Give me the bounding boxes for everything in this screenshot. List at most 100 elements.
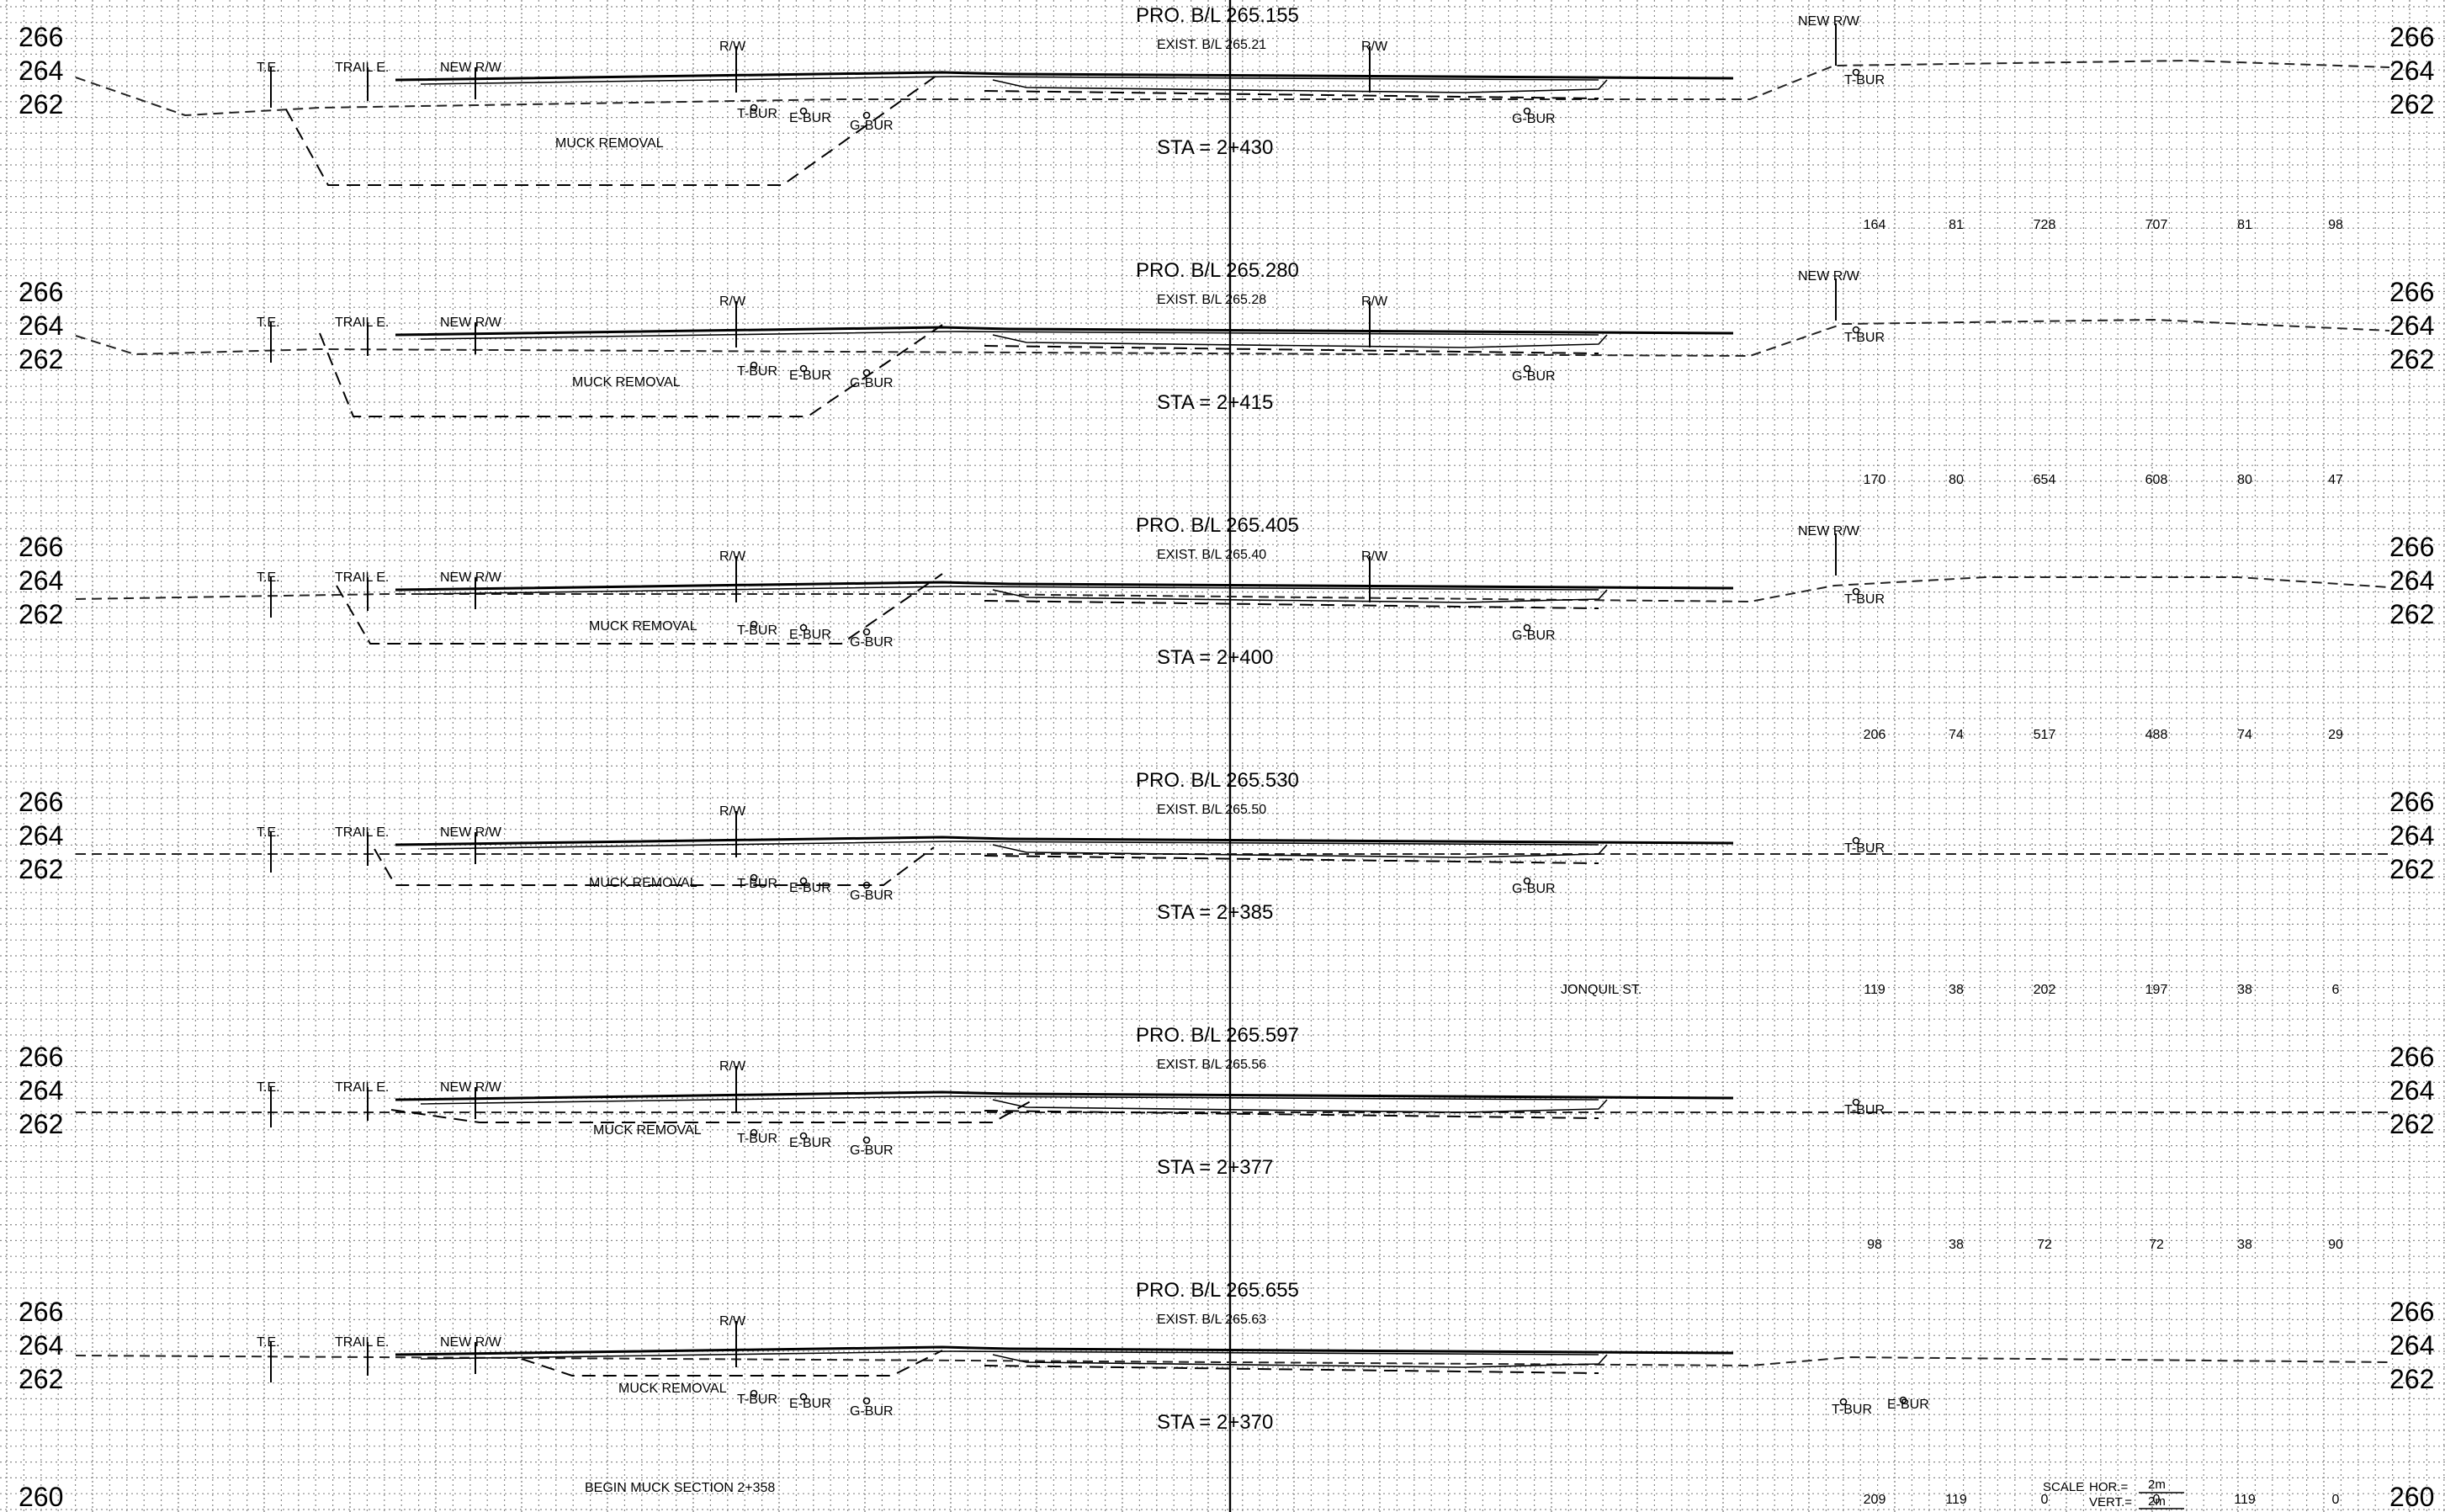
existing-baseline-label: EXIST. B/L 265.40 bbox=[1157, 548, 1266, 562]
elevation-label-right: 264 bbox=[2389, 1075, 2434, 1106]
begin-muck-note: BEGIN MUCK SECTION 2+358 bbox=[585, 1481, 775, 1495]
trail-edge-label: TRAIL E. bbox=[335, 1080, 389, 1095]
quantity-value: 72 bbox=[2149, 1238, 2164, 1252]
g-bur-marker bbox=[862, 1136, 871, 1144]
quantity-value: 119 bbox=[1945, 1493, 1967, 1507]
existing-baseline-label: EXIST. B/L 265.21 bbox=[1157, 38, 1266, 52]
muck-removal-outline bbox=[374, 846, 935, 886]
rw-left-label: R/W bbox=[719, 40, 746, 54]
muck-removal-outline bbox=[521, 1350, 943, 1377]
new-rw-left-label: NEW R/W bbox=[440, 316, 502, 330]
new-rw-right-label: NEW R/W bbox=[1798, 524, 1860, 538]
elevation-label-left: 264 bbox=[19, 565, 63, 596]
te-label: T.E. bbox=[257, 825, 280, 840]
elevation-label-right: 266 bbox=[2389, 1042, 2434, 1072]
te-label: T.E. bbox=[257, 1335, 280, 1350]
g-bur-right-label: G-BUR bbox=[1512, 629, 1556, 643]
e-bur-marker bbox=[799, 107, 808, 115]
muck-removal-label: MUCK REMOVAL bbox=[593, 1123, 702, 1138]
elevation-label-left: 262 bbox=[19, 1109, 63, 1139]
new-rw-left-label: NEW R/W bbox=[440, 1080, 502, 1095]
proposed-baseline-label: PRO. B/L 265.597 bbox=[1136, 1024, 1299, 1047]
pavement-structure bbox=[992, 1354, 1608, 1368]
elevation-label-right: 262 bbox=[2389, 854, 2434, 884]
t-bur-marker bbox=[750, 103, 758, 112]
g-bur-label: G-BUR bbox=[850, 889, 894, 903]
existing-ground-line bbox=[75, 59, 2390, 117]
t-bur-right-marker bbox=[1852, 68, 1860, 77]
pavement-structure bbox=[420, 1096, 1599, 1105]
quantity-value: 197 bbox=[2145, 983, 2168, 997]
t-bur-right-marker bbox=[1852, 836, 1860, 845]
station-label: STA = 2+430 bbox=[1157, 136, 1273, 159]
elevation-label-right: 262 bbox=[2389, 89, 2434, 119]
g-bur-label: G-BUR bbox=[850, 635, 894, 650]
elevation-label-right: 266 bbox=[2389, 277, 2434, 307]
quantity-value: 164 bbox=[1864, 218, 1886, 232]
quantity-value: 728 bbox=[2034, 218, 2056, 232]
quantity-value: 0 bbox=[2332, 1493, 2340, 1507]
elevation-label-left: 264 bbox=[19, 820, 63, 851]
t-bur-right-label: T-BUR bbox=[1844, 73, 1885, 88]
t-bur-right-label: T-BUR bbox=[1844, 841, 1885, 856]
quantity-value: 98 bbox=[2328, 218, 2343, 232]
t-bur-right-marker bbox=[1852, 326, 1860, 334]
station-label: STA = 2+415 bbox=[1157, 391, 1273, 414]
pavement-structure bbox=[420, 1350, 1599, 1360]
quantity-value: 119 bbox=[1864, 983, 1885, 997]
muck-removal-label: MUCK REMOVAL bbox=[618, 1382, 727, 1396]
elevation-label-right: 266 bbox=[2389, 787, 2434, 817]
elevation-label-left: 262 bbox=[19, 1364, 63, 1394]
elevation-label-left: 262 bbox=[19, 599, 63, 629]
e-bur-marker bbox=[799, 877, 808, 885]
e-bur-label: E-BUR bbox=[789, 369, 831, 383]
trail-edge-label: TRAIL E. bbox=[335, 316, 389, 330]
new-rw-right-label: NEW R/W bbox=[1798, 269, 1860, 284]
proposed-road-surface bbox=[395, 1345, 1734, 1356]
t-bur-marker bbox=[750, 873, 758, 882]
quantity-value: 608 bbox=[2145, 473, 2168, 487]
quantity-value: 38 bbox=[1949, 1238, 1964, 1252]
te-label: T.E. bbox=[257, 61, 280, 75]
quantity-value: 80 bbox=[2237, 473, 2252, 487]
proposed-road-surface bbox=[395, 581, 1734, 592]
t-bur-right-marker bbox=[1852, 1098, 1860, 1106]
quantity-value: 74 bbox=[2237, 728, 2252, 742]
elevation-label-right: 264 bbox=[2389, 565, 2434, 596]
elevation-label-right: 262 bbox=[2389, 599, 2434, 629]
pavement-structure bbox=[420, 841, 1599, 850]
muck-removal-outline bbox=[336, 573, 943, 645]
pavement-structure bbox=[992, 1099, 1608, 1113]
g-bur-label: G-BUR bbox=[850, 376, 894, 390]
elevation-label-right: 264 bbox=[2389, 56, 2434, 86]
e-bur-right-marker bbox=[1899, 1396, 1907, 1404]
quantity-value: 80 bbox=[1949, 473, 1964, 487]
elevation-label-left: 266 bbox=[19, 277, 63, 307]
bottom-elevation-left: 260 bbox=[19, 1482, 63, 1512]
elevation-label-left: 264 bbox=[19, 1075, 63, 1106]
quantity-value: 0 bbox=[2041, 1493, 2049, 1507]
t-bur-label: T-BUR bbox=[737, 623, 777, 638]
g-bur-right-label: G-BUR bbox=[1512, 112, 1556, 126]
e-bur-marker bbox=[799, 1132, 808, 1140]
t-bur-marker bbox=[750, 361, 758, 369]
g-bur-marker bbox=[862, 111, 871, 119]
elevation-label-left: 266 bbox=[19, 1042, 63, 1072]
new-rw-left-label: NEW R/W bbox=[440, 61, 502, 75]
street-name-label: JONQUIL ST. bbox=[1561, 983, 1641, 997]
quantity-value: 209 bbox=[1864, 1493, 1886, 1507]
rw-left-label: R/W bbox=[719, 1059, 746, 1074]
subgrade-line bbox=[984, 1365, 1599, 1374]
muck-removal-label: MUCK REMOVAL bbox=[572, 375, 681, 390]
g-bur-marker bbox=[862, 369, 871, 377]
elevation-label-left: 262 bbox=[19, 344, 63, 374]
g-bur-label: G-BUR bbox=[850, 1143, 894, 1158]
quantity-value: 6 bbox=[2332, 983, 2340, 997]
quantity-value: 488 bbox=[2145, 728, 2168, 742]
t-bur-label: T-BUR bbox=[737, 107, 777, 121]
